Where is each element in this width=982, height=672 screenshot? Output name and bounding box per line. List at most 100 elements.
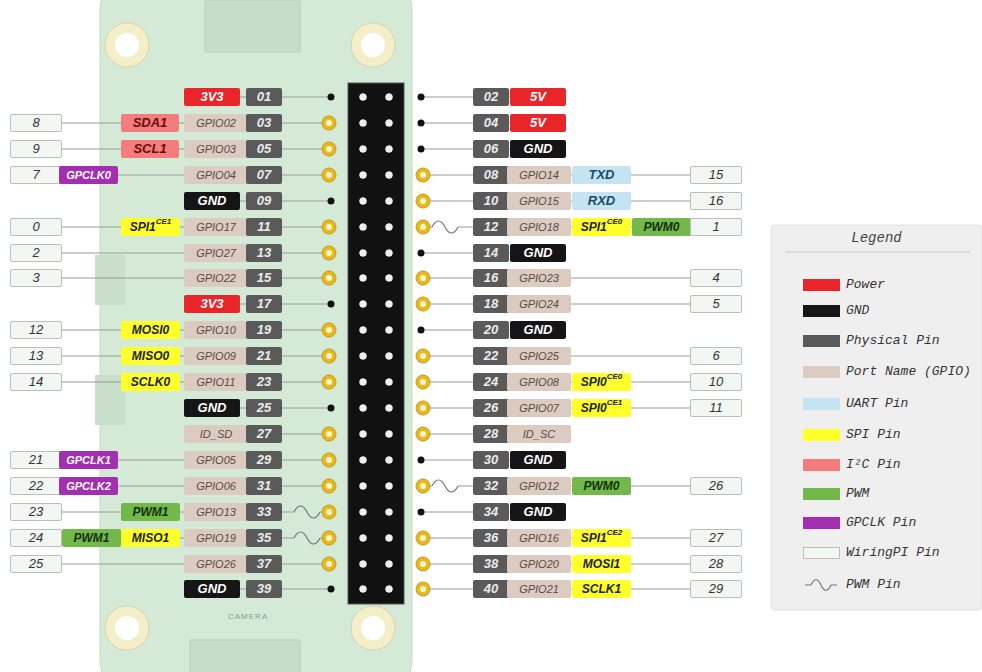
header-pin: [360, 483, 367, 490]
wiringpi-number: 9: [10, 140, 62, 158]
port-name: GPIO05: [184, 451, 248, 469]
signal-name: 19: [257, 322, 271, 337]
physical-pin-number: 24: [473, 373, 509, 391]
spi-label: SPI1CE0: [572, 218, 631, 236]
header-pin: [360, 586, 367, 593]
signal-name: 15: [257, 270, 271, 285]
signal-name: SCLK1: [582, 582, 621, 596]
signal-name: 21: [29, 452, 43, 467]
signal-name: GPIO08: [519, 376, 559, 388]
gpio-pin-marker-center: [326, 509, 332, 515]
signal-name: MISO0: [132, 349, 169, 363]
gpio-pin-marker-center: [326, 146, 332, 152]
wiringpi-number: 2: [10, 244, 62, 262]
signal-name: MOSI0: [132, 323, 169, 337]
legend-text: SPI Pin: [846, 427, 901, 443]
signal-name: 38: [484, 556, 498, 571]
gpio-pin-marker: [416, 401, 430, 415]
header-pin: [386, 561, 393, 568]
port-name: GPIO27: [184, 244, 248, 262]
signal-name: 9: [32, 141, 39, 156]
physical-pin-number: 23: [246, 373, 282, 391]
header-pin: [386, 250, 393, 257]
pin-dot: [328, 94, 335, 101]
port-name: GPIO23: [507, 269, 571, 287]
wiringpi-number: 16: [690, 192, 742, 210]
legend-text: Port Name (GPIO): [846, 364, 971, 380]
physical-pin-number: 02: [473, 88, 509, 106]
header-pin: [360, 509, 367, 516]
gnd-label: GND: [184, 399, 240, 417]
legend-swatch: [803, 335, 840, 347]
legend-swatch: [803, 488, 840, 500]
gpio-pin-marker-center: [420, 535, 426, 541]
port-name: GPIO20: [507, 555, 571, 573]
signal-name: 40: [484, 581, 498, 596]
legend-text: PWM: [846, 486, 869, 502]
gpio-pin-marker-center: [420, 172, 426, 178]
legend-swatch: [803, 429, 840, 441]
signal-name: 27: [709, 530, 723, 545]
physical-pin-number: 36: [473, 529, 509, 547]
header-pin: [386, 431, 393, 438]
gpio-pin-marker-center: [420, 431, 426, 437]
uart-label: TXD: [572, 166, 631, 184]
signal-name: PWM0: [644, 220, 680, 234]
signal-name: 07: [257, 167, 271, 182]
legend-text: Physical Pin: [846, 333, 940, 349]
header-pin: [360, 535, 367, 542]
legend-swatch: [803, 547, 840, 559]
header-pin: [360, 327, 367, 334]
signal-name: RXD: [588, 193, 615, 208]
signal-name: SCL1: [133, 141, 166, 156]
physical-pin-number: 31: [246, 477, 282, 495]
wiringpi-number: 28: [690, 555, 742, 573]
signal-name: GPIO03: [196, 143, 236, 155]
header-pin: [386, 146, 393, 153]
signal-name: 3V3: [200, 89, 223, 104]
signal-name: GND: [198, 193, 227, 208]
wiringpi-number: 14: [10, 373, 62, 391]
pin-dot: [328, 301, 335, 308]
header-pin: [360, 224, 367, 231]
physical-pin-number: 22: [473, 347, 509, 365]
signal-name: 14: [484, 245, 498, 260]
header-pin: [360, 250, 367, 257]
header-pin: [360, 586, 367, 593]
header-pin: [360, 561, 367, 568]
signal-name: 05: [257, 141, 271, 156]
gpio-pin-marker: [322, 479, 336, 493]
wiringpi-number: 3: [10, 269, 62, 287]
legend-text: WiringPI Pin: [846, 545, 940, 561]
physical-pin-number: 17: [246, 295, 282, 313]
signal-name: GPIO23: [519, 272, 559, 284]
port-name: ID_SC: [507, 425, 571, 443]
physical-pin-number: 08: [473, 166, 509, 184]
spi-label: MOSI0: [121, 321, 180, 339]
i2c-label: SDA1: [121, 114, 179, 132]
signal-name: SPI0: [581, 375, 607, 389]
header-pin: [360, 561, 367, 568]
signal-name: GPIO18: [519, 221, 559, 233]
silkscreen-text: CAMERA: [228, 612, 268, 621]
pwm-label: PWM0: [632, 218, 691, 236]
physical-pin-number: 30: [473, 451, 509, 469]
signal-name: 5: [712, 296, 719, 311]
wiringpi-number: 11: [690, 399, 742, 417]
signal-name: GPIO13: [196, 506, 236, 518]
spi-label: MOSI1: [572, 555, 631, 573]
signal-name: 18: [484, 296, 498, 311]
header-pin: [360, 353, 367, 360]
physical-pin-number: 33: [246, 503, 282, 521]
header-pin: [386, 198, 393, 205]
signal-name: GPCLK0: [66, 169, 111, 181]
gpio-pin-marker: [416, 531, 430, 545]
signal-name: 7: [32, 167, 39, 182]
signal-name: GND: [524, 452, 553, 467]
header-pin: [360, 405, 367, 412]
signal-name: 14: [29, 374, 43, 389]
signal-name: 03: [257, 115, 271, 130]
signal-name: 16: [709, 193, 723, 208]
signal-name: 16: [484, 270, 498, 285]
pwm-label: PWM1: [62, 529, 121, 547]
